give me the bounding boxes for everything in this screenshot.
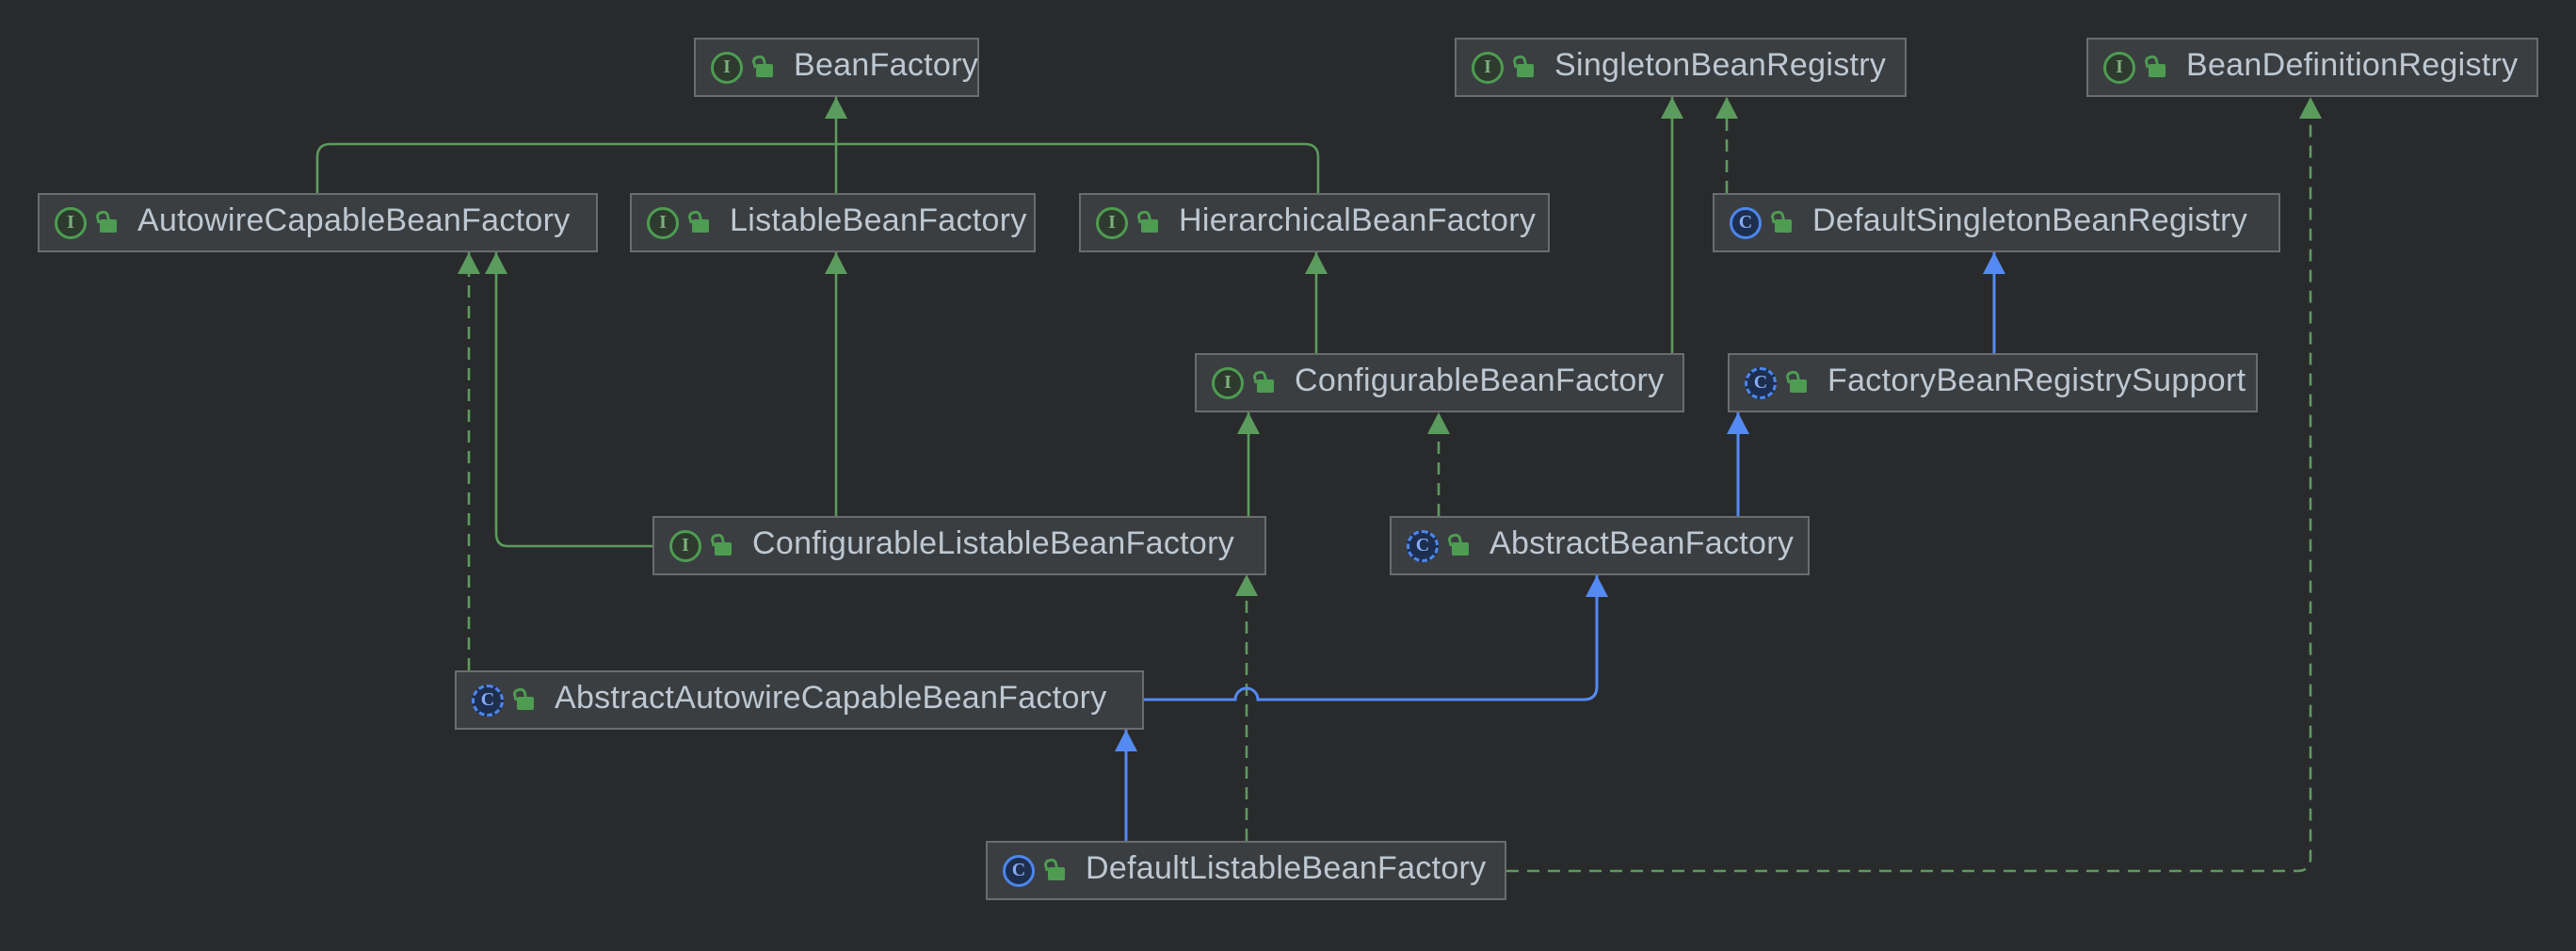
public-lock-icon	[517, 697, 534, 710]
node-autowire-capable-bean-factory[interactable]: I AutowireCapableBeanFactory	[38, 193, 598, 252]
node-bean-factory[interactable]: I BeanFactory	[694, 38, 979, 97]
class-icon: C	[1730, 207, 1762, 239]
node-label: DefaultSingletonBeanRegistry	[1805, 202, 2247, 243]
interface-icon: I	[711, 52, 743, 84]
edge-autowirecapable-extends-beanfactory	[317, 144, 836, 193]
interface-icon: I	[1096, 207, 1128, 239]
edge-hierarchical-extends-beanfactory	[836, 144, 1318, 193]
node-abstract-bean-factory[interactable]: C AbstractBeanFactory	[1390, 516, 1810, 575]
node-factory-bean-registry-support[interactable]: C FactoryBeanRegistrySupport	[1728, 353, 2258, 412]
abstract-class-icon: C	[1407, 530, 1439, 562]
public-lock-icon	[1141, 219, 1158, 233]
edge-configurablelistable-extends-autowirecapable	[496, 252, 652, 546]
public-lock-icon	[1048, 867, 1065, 880]
public-lock-icon	[692, 219, 709, 233]
interface-icon: I	[647, 207, 679, 239]
public-lock-icon	[1775, 219, 1792, 233]
node-singleton-bean-registry[interactable]: I SingletonBeanRegistry	[1455, 38, 1907, 97]
interface-icon: I	[669, 530, 701, 562]
interface-icon: I	[2103, 52, 2135, 84]
node-label: SingletonBeanRegistry	[1547, 47, 1886, 88]
node-listable-bean-factory[interactable]: I ListableBeanFactory	[630, 193, 1036, 252]
edge-abstractautowirecapable-extends-abstractbeanfactory	[1144, 575, 1597, 700]
abstract-class-icon: C	[472, 685, 504, 717]
public-lock-icon	[1790, 379, 1807, 393]
node-label: DefaultListableBeanFactory	[1078, 850, 1486, 891]
node-label: AbstractAutowireCapableBeanFactory	[547, 680, 1107, 720]
node-bean-definition-registry[interactable]: I BeanDefinitionRegistry	[2086, 38, 2538, 97]
node-label: FactoryBeanRegistrySupport	[1820, 363, 2246, 403]
node-configurable-listable-bean-factory[interactable]: I ConfigurableListableBeanFactory	[652, 516, 1266, 575]
interface-icon: I	[1472, 52, 1504, 84]
public-lock-icon	[715, 542, 732, 556]
public-lock-icon	[1452, 542, 1469, 556]
abstract-class-icon: C	[1745, 367, 1777, 399]
node-abstract-autowire-capable-bean-factory[interactable]: C AbstractAutowireCapableBeanFactory	[455, 670, 1144, 730]
node-default-singleton-bean-registry[interactable]: C DefaultSingletonBeanRegistry	[1713, 193, 2280, 252]
public-lock-icon	[1257, 379, 1274, 393]
interface-icon: I	[55, 207, 87, 239]
node-label: AutowireCapableBeanFactory	[130, 202, 571, 243]
node-label: ConfigurableBeanFactory	[1287, 363, 1664, 403]
interface-icon: I	[1212, 367, 1244, 399]
node-configurable-bean-factory[interactable]: I ConfigurableBeanFactory	[1195, 353, 1684, 412]
node-label: HierarchicalBeanFactory	[1171, 202, 1536, 243]
node-label: AbstractBeanFactory	[1482, 525, 1794, 566]
node-label: BeanDefinitionRegistry	[2179, 47, 2518, 88]
public-lock-icon	[100, 219, 117, 233]
public-lock-icon	[756, 64, 773, 77]
class-icon: C	[1003, 855, 1035, 887]
node-label: ListableBeanFactory	[722, 202, 1027, 243]
public-lock-icon	[2149, 64, 2165, 77]
node-label: ConfigurableListableBeanFactory	[745, 525, 1234, 566]
node-default-listable-bean-factory[interactable]: C DefaultListableBeanFactory	[986, 841, 1506, 900]
node-label: BeanFactory	[786, 47, 978, 88]
node-hierarchical-bean-factory[interactable]: I HierarchicalBeanFactory	[1079, 193, 1550, 252]
public-lock-icon	[1517, 64, 1534, 77]
